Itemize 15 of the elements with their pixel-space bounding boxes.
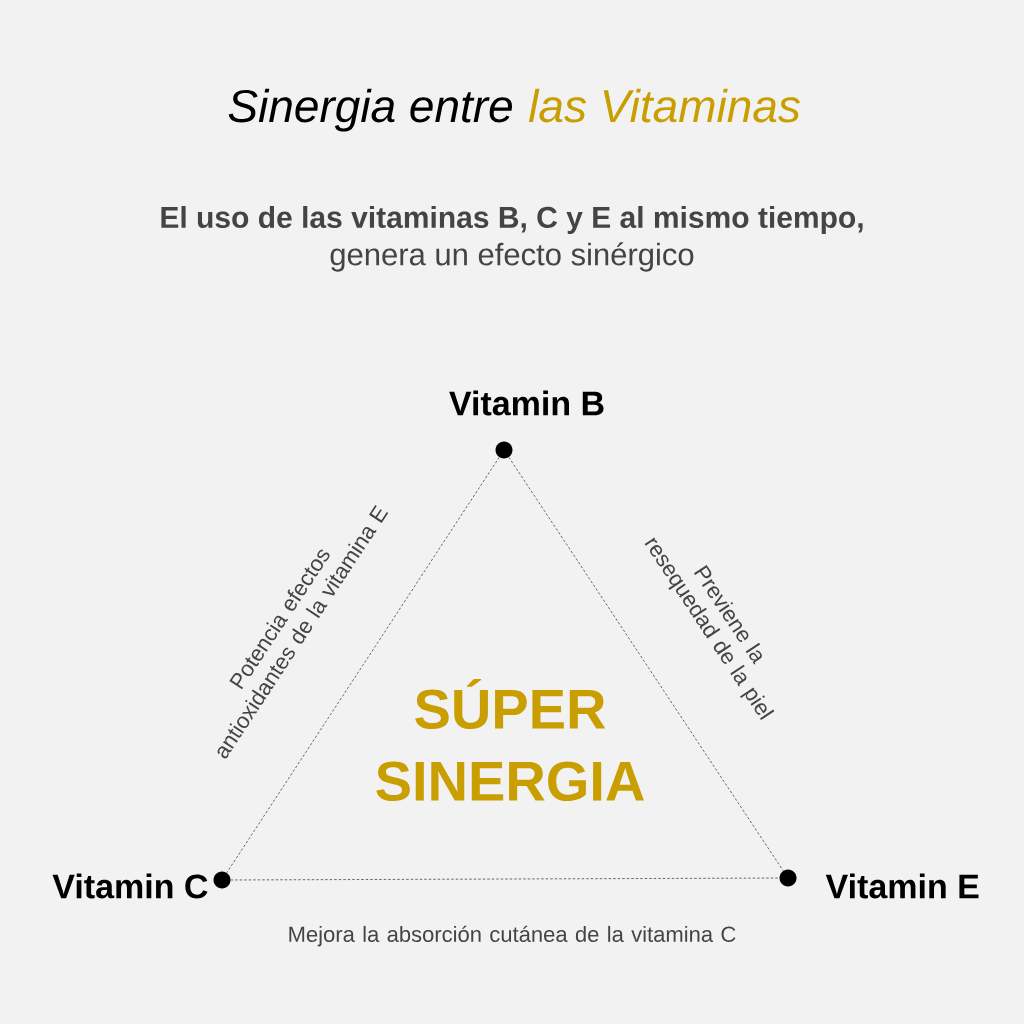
title: Sinergia entre — [228, 88, 512, 132]
title: las Vitaminas — [528, 88, 800, 123]
dashed-line — [230, 877, 780, 881]
dashed-line — [226, 456, 500, 874]
subtitle: genera un efecto sinérgico — [330, 242, 694, 272]
dot — [779, 869, 797, 887]
dot — [495, 441, 513, 459]
vitamin-label: Vitamin C — [52, 873, 208, 899]
dashed-line — [508, 456, 784, 872]
edge-label: Mejora la absorción cutánea de la vitamina C — [289, 925, 736, 947]
vitamin-label: Vitamin E — [825, 873, 979, 899]
dot — [213, 871, 231, 889]
subtitle: El uso de las vitaminas B, C y E al mismo tiempo, — [161, 206, 863, 234]
vitamin-label: Vitamin B — [449, 390, 604, 416]
center-text: SÚPER SINERGIA — [376, 678, 644, 802]
